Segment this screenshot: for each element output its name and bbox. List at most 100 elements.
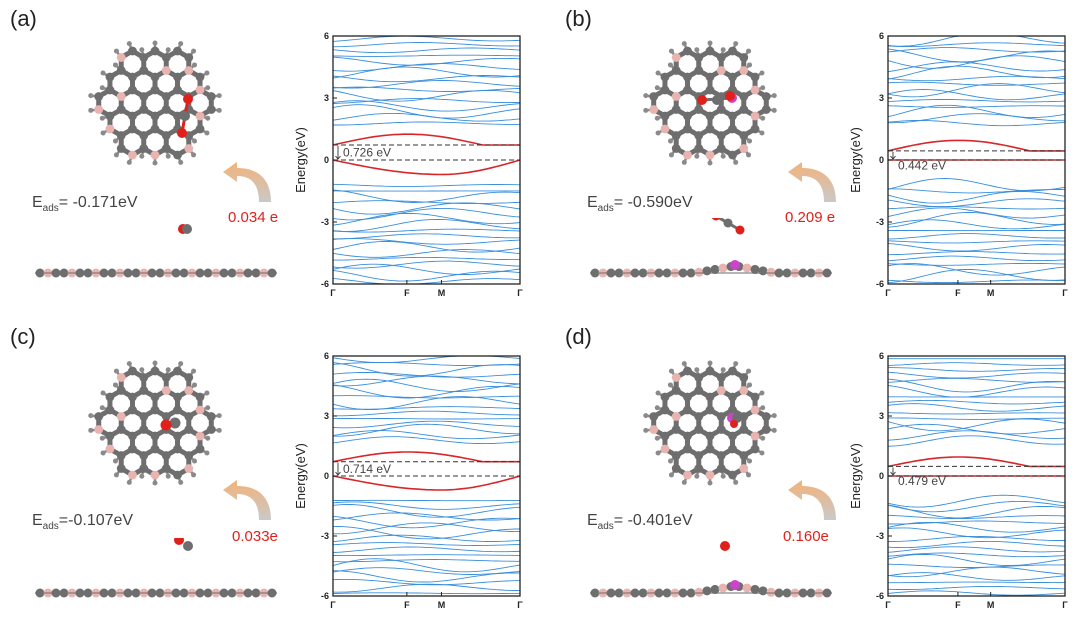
- band-line: [332, 263, 521, 275]
- carbon-atom: [705, 85, 715, 95]
- conduction-band-edge: [332, 451, 520, 463]
- carbon-atom: [671, 464, 681, 473]
- carbon-atom: [750, 444, 760, 454]
- curved-arrow-shape: [788, 480, 836, 520]
- carbon-atom: [649, 412, 659, 421]
- band-line: [887, 500, 1066, 513]
- carbon-atom: [116, 386, 126, 395]
- hydrogen-atom: [668, 368, 674, 374]
- carbon-atom: [649, 92, 659, 101]
- band-line: [332, 567, 521, 575]
- hydrogen-atom: [655, 450, 661, 456]
- carbon-atom: [694, 386, 704, 395]
- band-line: [887, 585, 1066, 590]
- carbon-atom: [139, 412, 149, 421]
- boron-atom: [750, 405, 760, 415]
- x-tick-label: Γ: [885, 288, 891, 298]
- carbon-atom: [139, 131, 149, 140]
- boron-atom: [161, 386, 171, 395]
- conduction-band-edge: [332, 133, 520, 146]
- band-line: [887, 83, 1066, 98]
- carbon-atom: [173, 111, 182, 121]
- hydrogen-atom: [205, 405, 211, 411]
- band-line: [333, 554, 520, 557]
- hydrogen-atom: [668, 472, 674, 478]
- carbon-atom: [161, 464, 171, 473]
- carbon-atom: [728, 111, 737, 121]
- band-line: [332, 515, 521, 529]
- hydrogen-atom: [643, 93, 649, 99]
- carbon-atom: [105, 111, 115, 121]
- carbon-atom: [683, 124, 692, 134]
- carbon-atom: [206, 412, 216, 421]
- carbon-atom: [150, 431, 160, 441]
- x-tick-label: M: [438, 288, 446, 298]
- carbon-atom: [716, 425, 726, 434]
- hydrogen-atom: [205, 85, 211, 91]
- hydrogen-atom: [694, 473, 700, 479]
- carbon-atom: [128, 111, 137, 121]
- hydrogen-atom: [112, 62, 118, 68]
- carbon-atom: [694, 412, 704, 421]
- boron-atom: [184, 386, 194, 395]
- hydrogen-atom: [668, 152, 674, 158]
- carbon-atom: [716, 451, 726, 460]
- band-line: [332, 501, 521, 510]
- carbon-atom: [750, 584, 760, 594]
- band-line: [332, 578, 521, 586]
- carbon-atom: [206, 425, 216, 434]
- carbon-atom: [184, 412, 194, 421]
- hydrogen-atom: [88, 427, 94, 433]
- band-line: [887, 494, 1066, 508]
- band-line: [887, 418, 1066, 432]
- oxygen-atom: [697, 95, 707, 105]
- adsorption-energy-b: Eads= -0.590eV: [587, 194, 693, 214]
- carbon-atom: [705, 46, 715, 56]
- hydrogen-atom: [191, 472, 197, 478]
- carbon-atom: [660, 392, 670, 402]
- hydrogen-atom: [720, 367, 726, 373]
- hydrogen-atom: [771, 107, 777, 113]
- band-lines: [887, 358, 1066, 596]
- band-line: [332, 35, 521, 42]
- hydrogen-atom: [771, 413, 777, 419]
- band-line: [887, 435, 1066, 447]
- carbon-atom: [728, 470, 737, 480]
- carbon-atom: [161, 144, 171, 153]
- band-line: [332, 80, 521, 89]
- carbon-atom: [184, 425, 194, 434]
- carbon-atom: [161, 373, 171, 382]
- band-line: [888, 417, 1065, 420]
- boron-atom: [94, 425, 104, 434]
- carbon-atom: [761, 425, 771, 434]
- x-tick-label: M: [438, 600, 446, 610]
- hydrogen-atom: [655, 70, 661, 76]
- hydrogen-atom: [667, 382, 673, 388]
- panel-label-d: (d): [565, 324, 592, 349]
- band-line: [332, 277, 521, 285]
- molecule-top-view-a: [88, 40, 222, 166]
- boron-atom: [742, 583, 752, 593]
- hydrogen-atom: [746, 368, 752, 374]
- band-line: [332, 378, 521, 392]
- boron-atom: [161, 66, 171, 75]
- hydrogen-atom: [643, 107, 649, 113]
- boron-atom: [116, 373, 126, 382]
- band-line: [332, 396, 521, 411]
- charge-transfer-arrow-d: [788, 480, 836, 520]
- hydrogen-atom: [707, 480, 713, 486]
- carbon-atom: [128, 85, 137, 95]
- hydrogen-atom: [643, 413, 649, 419]
- band-line: [333, 417, 521, 420]
- band-line: [887, 566, 1066, 578]
- hydrogen-atom: [165, 367, 171, 373]
- carbon-atom: [139, 92, 149, 101]
- carbon-atom: [195, 124, 205, 134]
- eads-subscript: ads: [597, 203, 614, 215]
- carbon-atom: [683, 111, 692, 121]
- hydrogen-atom: [216, 93, 222, 99]
- y-tick-label: 3: [879, 411, 884, 421]
- band-line: [887, 207, 1066, 219]
- carbon-atom: [150, 111, 160, 121]
- band-line: [888, 581, 1065, 584]
